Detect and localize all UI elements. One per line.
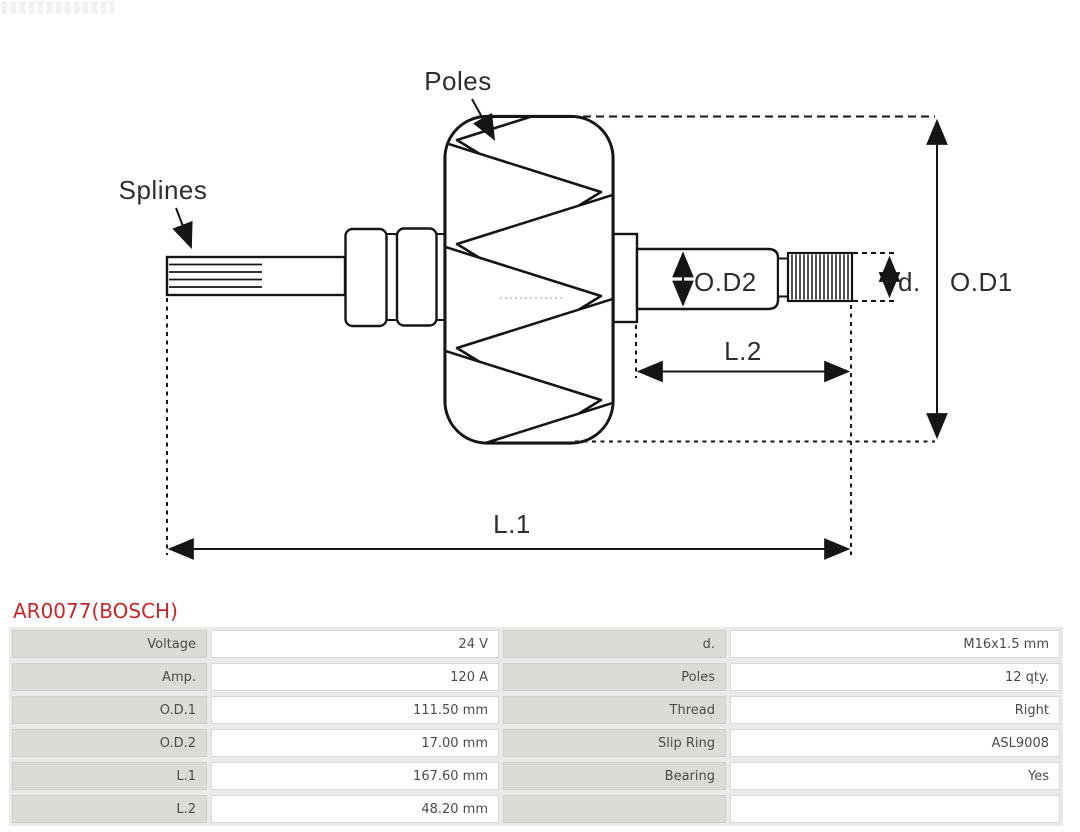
spec-value: 24 V [211,630,499,658]
part-number-title: AR0077(BOSCH) [13,599,178,623]
spec-label: Thread [503,696,726,724]
spec-label: Amp. [12,663,207,691]
thread-shape [786,251,854,303]
spec-value: 111.50 mm [211,696,499,724]
spec-table: Voltage 24 V d. M16x1.5 mm Amp. 120 A Po… [9,627,1063,826]
label-poles: Poles [424,66,492,96]
spec-value: Right [730,696,1060,724]
spec-value: ASL9008 [730,729,1060,757]
spec-label: Voltage [12,630,207,658]
spec-label: L.2 [12,795,207,823]
bearing-seat-shape [344,227,447,328]
label-od2: O.D2 [694,267,757,297]
label-od1: O.D1 [950,267,1013,297]
scan-artifact [2,1,114,14]
spec-label: L.1 [12,762,207,790]
leader-poles-arrow [471,98,496,141]
spec-label [503,795,726,823]
label-d: d. [898,267,921,297]
spec-label: O.D.1 [12,696,207,724]
spec-label: Poles [503,663,726,691]
spec-value [730,795,1060,823]
label-l1: L.1 [493,509,531,539]
spec-label: d. [503,630,726,658]
rotor-technical-drawing: Poles Splines O.D2 d. O.D1 L.2 L.1 [119,66,1013,560]
spec-label: Slip Ring [503,729,726,757]
spec-label: O.D.2 [12,729,207,757]
spec-value: M16x1.5 mm [730,630,1060,658]
label-l2: L.2 [724,336,762,366]
spec-value: 48.20 mm [211,795,499,823]
splined-shaft-shape [165,255,347,297]
leader-splines-arrow [172,207,193,250]
spec-value: 167.60 mm [211,762,499,790]
spec-value: 12 qty. [730,663,1060,691]
pole-core-shape [443,114,615,445]
label-splines: Splines [119,175,208,205]
spec-value: 120 A [211,663,499,691]
spec-value: 17.00 mm [211,729,499,757]
spec-label: Bearing [503,762,726,790]
spec-value: Yes [730,762,1060,790]
